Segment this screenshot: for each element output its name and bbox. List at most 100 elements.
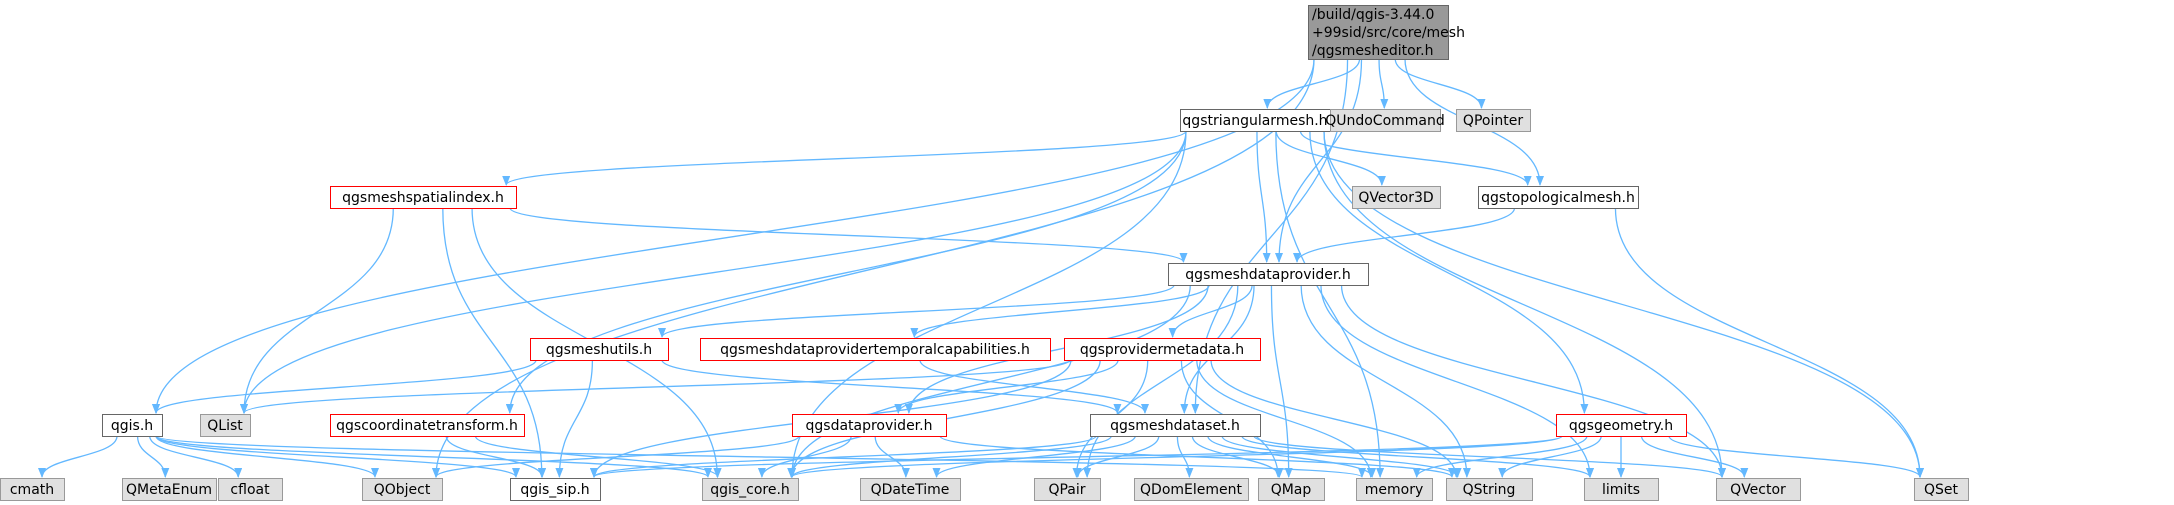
- node-providermetadata[interactable]: qgsprovidermetadata.h: [1064, 338, 1261, 361]
- edge-meshdataset-to-qvector: [1253, 435, 1726, 478]
- node-meshdataset[interactable]: qgsmeshdataset.h: [1090, 414, 1261, 437]
- node-box: [1446, 478, 1533, 501]
- node-label: limits: [1602, 482, 1640, 498]
- node-label: QDateTime: [871, 482, 950, 498]
- node-qdatetime: QDateTime: [860, 478, 961, 501]
- node-label: QMap: [1271, 482, 1312, 498]
- edge-meshdataset-to-qmap: [1191, 435, 1284, 478]
- node-qmetaenum: QMetaEnum: [122, 478, 217, 501]
- node-box: [1556, 414, 1687, 437]
- node-qstring: QString: [1446, 478, 1533, 501]
- node-label: QVector3D: [1358, 190, 1433, 206]
- edge-meshdataset-to-qstring: [1221, 435, 1462, 478]
- node-box: [702, 478, 799, 501]
- node-label: +99sid/src/core/mesh: [1312, 25, 1465, 41]
- edge-dataprovider_mesh-to-limits: [1320, 284, 1594, 478]
- edge-topological-to-qset: [1614, 207, 1924, 478]
- edge-qgis-to-qgis_sip: [155, 435, 520, 478]
- node-label: qgsmeshdataprovider.h: [1185, 267, 1350, 283]
- node-qpointer: QPointer: [1456, 109, 1531, 132]
- edge-dataprovider_mesh-to-dataprovider: [904, 284, 1209, 414]
- node-triangularmesh[interactable]: qgstriangularmesh.h: [1180, 109, 1331, 132]
- edge-meshdataset-to-qdatetime: [932, 435, 1136, 478]
- node-geometry[interactable]: qgsgeometry.h: [1556, 414, 1687, 437]
- node-label: qgis.h: [111, 418, 153, 434]
- node-label: cmath: [10, 482, 54, 498]
- node-label: qgsmeshdataprovidertemporalcapabilities.…: [720, 342, 1030, 358]
- node-label: qgscoordinatetransform.h: [336, 418, 518, 434]
- edge-dataprovider_mesh-to-qmap: [1270, 284, 1293, 478]
- edge-spatialindex-to-dataprovider_mesh: [509, 207, 1188, 263]
- node-box: [200, 414, 251, 437]
- edge-coordtransform-to-qgis_core: [474, 435, 722, 478]
- node-label: qgstriangularmesh.h: [1182, 113, 1327, 129]
- node-box: [0, 478, 65, 501]
- edge-dataprovider_mesh-to-temporalcaps: [910, 284, 1210, 338]
- edge-geometry-to-qvector: [1640, 435, 1749, 478]
- node-label: qgsdataprovider.h: [806, 418, 933, 434]
- node-coordtransform[interactable]: qgscoordinatetransform.h: [330, 414, 525, 437]
- node-label: QList: [207, 418, 243, 434]
- edge-triangularmesh-to-dataprovider_mesh: [1256, 130, 1271, 263]
- node-box: [1356, 478, 1433, 501]
- edge-geometry-to-memory: [1412, 435, 1588, 478]
- edge-geometry-to-qgis_core: [788, 435, 1563, 478]
- edge-qgis-to-qmetaenum: [136, 435, 170, 478]
- edge-qgis-to-cmath: [38, 435, 118, 478]
- node-qundocommand: QUndoCommand: [1325, 109, 1445, 132]
- node-cfloat: cfloat: [218, 478, 283, 501]
- node-label: qgsgeometry.h: [1569, 418, 1673, 434]
- node-qvector3d: QVector3D: [1352, 186, 1441, 209]
- node-box: [510, 478, 601, 501]
- node-box: [330, 186, 517, 209]
- node-label: /qgsmesheditor.h: [1312, 43, 1433, 59]
- node-box: [1456, 109, 1531, 132]
- edge-meshutils-to-qgis: [152, 359, 537, 414]
- node-meshutils[interactable]: qgsmeshutils.h: [530, 338, 669, 361]
- node-label: qgis_core.h: [710, 482, 790, 498]
- node-qvector: QVector: [1716, 478, 1801, 501]
- edge-root-to-triangularmesh: [1263, 58, 1361, 109]
- node-box: [1352, 186, 1441, 209]
- node-box: [1034, 478, 1101, 501]
- edge-dataprovider_mesh-to-qpair: [1083, 284, 1239, 478]
- edge-geometry-to-qset: [1668, 435, 1924, 478]
- node-box: [1330, 109, 1441, 132]
- node-box: [1584, 478, 1659, 501]
- edge-meshutils-to-qgis_sip: [555, 359, 594, 478]
- node-qgis_core: qgis_core.h: [702, 478, 799, 501]
- node-label: QVector: [1730, 482, 1786, 498]
- node-label: QPair: [1048, 482, 1085, 498]
- node-box: [530, 338, 669, 361]
- node-qgis[interactable]: qgis.h: [102, 414, 163, 437]
- node-spatialindex[interactable]: qgsmeshspatialindex.h: [330, 186, 517, 209]
- edge-root-to-qobject: [432, 58, 1315, 478]
- node-box: [860, 478, 961, 501]
- node-label: memory: [1365, 482, 1424, 498]
- edge-dataprovider_mesh-to-meshutils: [658, 284, 1175, 338]
- node-label: QMetaEnum: [126, 482, 212, 498]
- node-label: qgsmeshutils.h: [546, 342, 652, 358]
- node-box: [1168, 263, 1369, 286]
- node-qgis_sip[interactable]: qgis_sip.h: [510, 478, 601, 501]
- edge-meshdataset-to-limits: [1241, 435, 1594, 478]
- node-dataprovider[interactable]: qgsdataprovider.h: [792, 414, 947, 437]
- edge-dataprovider_mesh-to-qvector: [1340, 284, 1726, 478]
- node-label: cfloat: [230, 482, 270, 498]
- node-label: qgsmeshdataset.h: [1110, 418, 1240, 434]
- node-box: [1134, 478, 1249, 501]
- node-box: [1308, 5, 1449, 60]
- edge-meshdataset-to-memory: [1207, 435, 1377, 478]
- edge-triangularmesh-to-spatialindex: [502, 130, 1187, 186]
- node-label: QObject: [374, 482, 431, 498]
- edge-providermetadata-to-qstring: [1210, 359, 1461, 478]
- node-dataprovider_mesh[interactable]: qgsmeshdataprovider.h: [1168, 263, 1369, 286]
- edge-meshutils-to-meshdataset: [661, 359, 1122, 414]
- node-temporalcaps[interactable]: qgsmeshdataprovidertemporalcapabilities.…: [700, 338, 1051, 361]
- edge-providermetadata-to-dataprovider: [894, 359, 1119, 414]
- node-topological[interactable]: qgstopologicalmesh.h: [1478, 186, 1639, 209]
- edge-qgis-to-cfloat: [149, 435, 243, 478]
- edge-root-to-qundocommand: [1378, 58, 1389, 109]
- edge-qgis-to-memory: [155, 435, 1366, 478]
